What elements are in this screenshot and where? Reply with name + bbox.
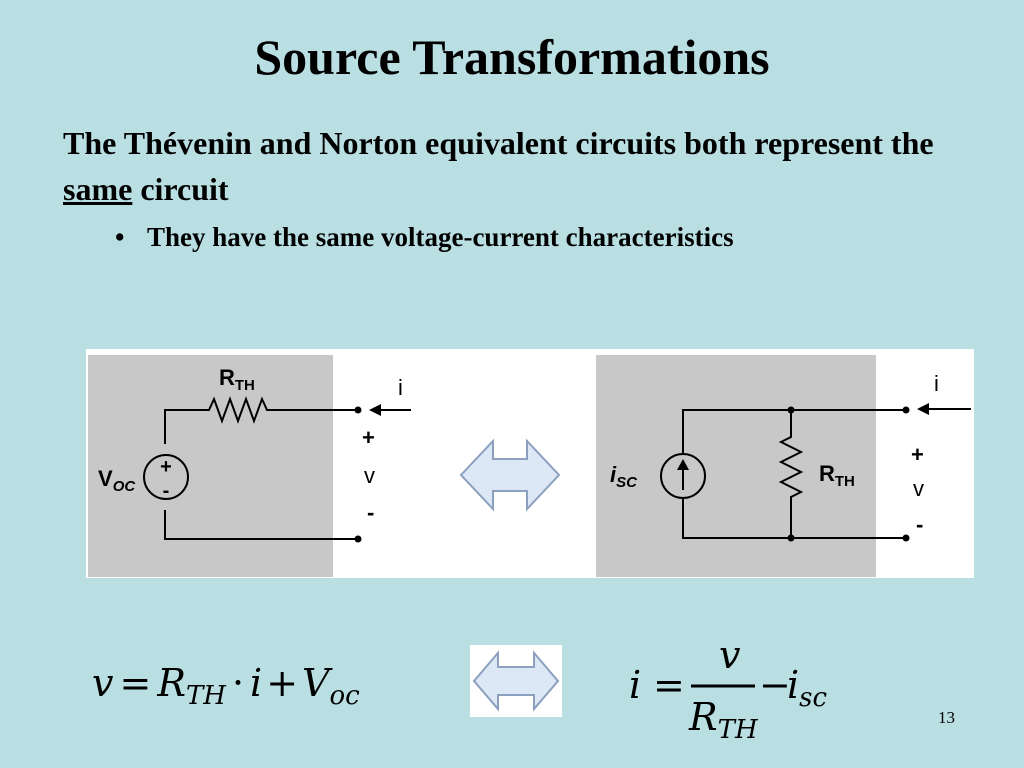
voltage-source-plus: + (160, 456, 172, 478)
slide-title: Source Transformations (254, 29, 770, 85)
equation-equivalence-arrow (470, 645, 562, 717)
para-text-pre: The Thévenin and Norton equivalent circu… (63, 125, 934, 161)
norton-terminal-minus: - (916, 512, 923, 537)
norton-resistor-label: RTH (819, 461, 855, 490)
equation-left-text: v=RTH·i+Voc (92, 661, 360, 711)
thevenin-equation: v=RTH·i+Voc (92, 661, 360, 711)
thevenin-circuit: + - VOC RTH i + v - (88, 355, 411, 577)
equation-right-lhs: i (629, 663, 641, 707)
bullet-text: They have the same voltage-current chara… (147, 222, 734, 252)
norton-top-node (787, 406, 795, 414)
main-paragraph: The Thévenin and Norton equivalent circu… (63, 120, 963, 212)
equation-right-minus: − (759, 663, 791, 707)
slide-number: 13 (938, 708, 955, 727)
para-emphasis: same (63, 171, 133, 207)
norton-bottom-terminal (902, 534, 910, 542)
equivalence-arrow-icon (459, 438, 561, 512)
thevenin-resistor-label: RTH (219, 365, 255, 394)
norton-top-wire (682, 409, 906, 454)
norton-resistor-icon (778, 410, 804, 538)
thevenin-top-wire (164, 396, 358, 444)
voltage-source-icon (143, 454, 189, 500)
circuit-diagram: + - VOC RTH i + v - iSC RTH i + v - (86, 349, 974, 578)
voltage-source-label: VOC (98, 466, 136, 495)
fraction-numerator: v (719, 633, 741, 677)
current-source-arrow-icon (677, 459, 689, 470)
norton-current-label: i (934, 371, 939, 396)
bullet-item: • They have the same voltage-current char… (115, 222, 734, 253)
norton-bottom-node (787, 534, 795, 542)
thevenin-terminal-minus: - (367, 500, 374, 525)
norton-bottom-wire (682, 498, 906, 539)
thevenin-bottom-wire (164, 510, 358, 540)
thevenin-terminal-v: v (364, 463, 375, 488)
thevenin-terminal-plus: + (362, 425, 375, 450)
norton-terminal-v: v (913, 476, 924, 501)
current-source-label: iSC (610, 462, 638, 491)
bullet-dot-icon: • (115, 222, 125, 252)
equation-right-equals: = (653, 663, 685, 707)
norton-box (596, 355, 876, 577)
norton-current-arrow-icon (917, 403, 929, 415)
norton-terminal-plus: + (911, 442, 924, 467)
norton-circuit: iSC RTH i + v - (596, 355, 971, 577)
thevenin-bottom-terminal (354, 535, 362, 543)
norton-equation: i = v RTH − isc (629, 633, 827, 745)
voltage-source-minus: - (163, 480, 170, 502)
norton-top-terminal (902, 406, 910, 414)
para-text-post: circuit (132, 171, 229, 207)
thevenin-box (88, 355, 333, 577)
thevenin-current-label: i (398, 375, 403, 400)
fraction-denominator: RTH (688, 695, 759, 745)
double-arrow-icon (472, 650, 560, 712)
thevenin-current-arrow-icon (369, 404, 381, 416)
equation-right-isc: isc (787, 663, 827, 713)
thevenin-top-terminal (354, 406, 362, 414)
